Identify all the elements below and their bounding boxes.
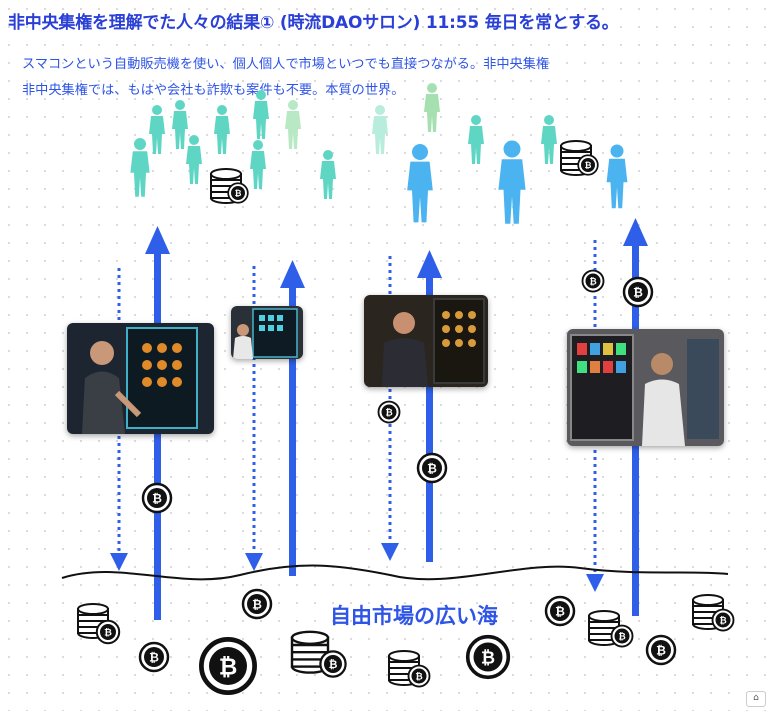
bitcoin-coin-icon xyxy=(241,588,273,620)
bitcoin-coin-icon xyxy=(622,276,654,308)
bitcoin-coin-icon xyxy=(95,619,121,645)
bitcoin-coin-icon xyxy=(610,624,634,648)
bitcoin-coin-icon xyxy=(201,639,254,692)
bitcoin-coin-icon xyxy=(407,664,431,688)
bitcoin-coin-icon xyxy=(227,182,249,204)
crowd-people xyxy=(130,83,557,199)
bitcoin-coin-icon xyxy=(577,154,599,176)
vending-machine-photo-3 xyxy=(364,295,488,387)
bitcoin-coin-icon xyxy=(645,634,677,666)
corner-widget-icon[interactable]: ⌂ xyxy=(746,691,766,707)
bitcoin-coin-icon xyxy=(544,595,576,627)
bitcoin-coin-icon xyxy=(319,650,347,678)
crowd-people-blue xyxy=(407,140,628,224)
bitcoin-coin-icon xyxy=(141,482,173,514)
vending-machine-photo-4 xyxy=(567,329,724,446)
subtitle-line-2: 非中央集権では、もはや会社も詐欺も案件も不要。本質の世界。 xyxy=(22,83,405,98)
vending-machine-photo-2 xyxy=(231,306,303,359)
vending-machine-photo-1 xyxy=(67,323,214,434)
bitcoin-coin-icon xyxy=(138,641,170,673)
bitcoin-coin-icon xyxy=(465,634,511,680)
sea-wave-line xyxy=(61,564,729,581)
bitcoin-coin-icon xyxy=(581,269,605,293)
subtitle-line-1: スマコンという自動販売機を使い、個人個人で市場といつでも直接つながる。非中央集権 xyxy=(22,57,550,72)
page-title: 非中央集権を理解でた人々の結果① (時流DAOサロン) 11:55 毎日を常とす… xyxy=(8,13,619,33)
bitcoin-coin-icon xyxy=(711,608,735,632)
bitcoin-coin-icon xyxy=(416,452,448,484)
sea-label: 自由市場の広い海 xyxy=(330,604,498,628)
bitcoin-coin-icon xyxy=(377,400,401,424)
